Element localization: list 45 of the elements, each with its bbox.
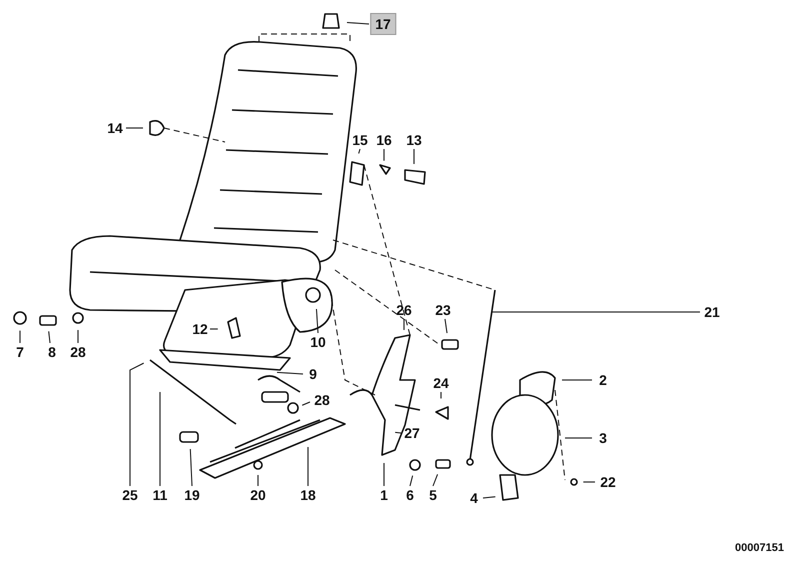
callout-number: 27: [404, 425, 420, 441]
callout-number: 16: [376, 132, 392, 148]
callout-number: 24: [433, 375, 449, 391]
callout-number: 28: [70, 344, 86, 360]
callout-number: 28: [314, 392, 330, 408]
callout-number: 22: [600, 474, 616, 490]
leader-line: [440, 392, 442, 399]
callout-number: 25: [122, 487, 138, 503]
callout-number: 6: [406, 487, 414, 503]
callout-number: 2: [599, 372, 607, 388]
callout-number: 10: [310, 334, 326, 350]
callout-number: 1: [380, 487, 388, 503]
diagram-number: 00007151: [735, 542, 784, 554]
leader-line: [432, 474, 438, 486]
callout-number: 5: [429, 487, 437, 503]
leader-line: [410, 475, 414, 486]
callout-number: 20: [250, 487, 266, 503]
leader-line: [444, 318, 448, 334]
leader-line: [48, 330, 50, 344]
leader-line: [346, 22, 370, 24]
leader-line: [302, 402, 310, 406]
highlighted-callout-number: 17: [370, 13, 396, 35]
callout-number: 8: [48, 344, 56, 360]
callout-number: 13: [406, 132, 422, 148]
callout-number: 18: [300, 487, 316, 503]
leader-line: [276, 372, 304, 374]
leader-line: [210, 328, 218, 330]
callout-number: 3: [599, 430, 607, 446]
callout-number: 19: [184, 487, 200, 503]
callout-number: 15: [352, 132, 368, 148]
leader-line: [190, 448, 192, 486]
leader-line: [358, 148, 360, 154]
leader-line: [316, 308, 318, 334]
callout-number: 21: [704, 304, 720, 320]
callout-number: 9: [309, 366, 317, 382]
leader-line: [394, 432, 402, 434]
leader-line: [482, 496, 496, 498]
callout-number: 7: [16, 344, 24, 360]
callout-number: 26: [396, 302, 412, 318]
leader-line: [130, 362, 144, 486]
callout-number: 4: [470, 490, 478, 506]
callout-number: 23: [435, 302, 451, 318]
callout-number: 11: [152, 487, 168, 503]
callout-number: 12: [192, 321, 208, 337]
callout-number: 14: [107, 120, 123, 136]
